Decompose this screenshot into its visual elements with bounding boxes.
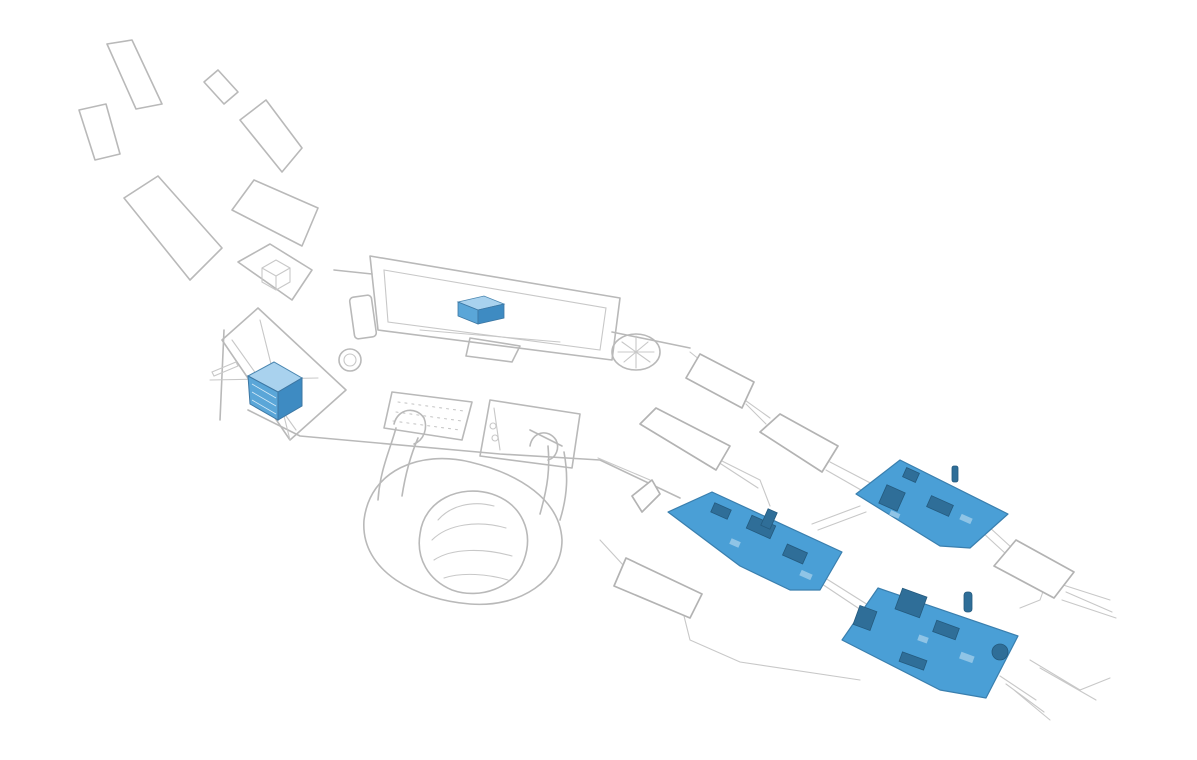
phone-icon (348, 294, 378, 340)
cube-sketch-icon (246, 361, 303, 421)
paper-sheet-icon (239, 99, 303, 173)
drawing-tablet-icon (479, 399, 581, 469)
paper-sheet-icon (231, 179, 319, 247)
desk-outline (219, 269, 691, 499)
desk-fan-icon (611, 333, 661, 371)
cables (597, 351, 1117, 721)
monitor-icon (369, 255, 621, 363)
power-brick-icon (685, 353, 755, 409)
stylus-icon (529, 429, 563, 447)
power-brick-icon (639, 407, 731, 471)
paper-sheet-icon (123, 175, 223, 281)
power-brick-icon (993, 539, 1075, 599)
paper-sheet-icon (78, 103, 121, 161)
circuit-board-icon (855, 459, 1009, 549)
paper-sheet-icon (203, 69, 239, 105)
flying-papers (78, 39, 319, 301)
circuit-board-icon (841, 587, 1019, 699)
paper-sheet-icon (106, 39, 163, 110)
power-brick-icon (759, 413, 839, 473)
cube-render-icon (456, 295, 506, 325)
keyboard-icon (383, 391, 473, 441)
pencil-icon (211, 361, 239, 377)
power-brick-icon (631, 479, 661, 513)
person-top-view-icon (363, 409, 568, 606)
cube-doodle-icon (261, 259, 291, 291)
paper-sheet-icon (237, 243, 313, 301)
mug-icon (338, 348, 362, 372)
power-bricks (613, 353, 1075, 619)
circuit-board-icon (667, 491, 843, 591)
power-brick-icon (613, 557, 703, 619)
sketch-page (209, 307, 347, 441)
